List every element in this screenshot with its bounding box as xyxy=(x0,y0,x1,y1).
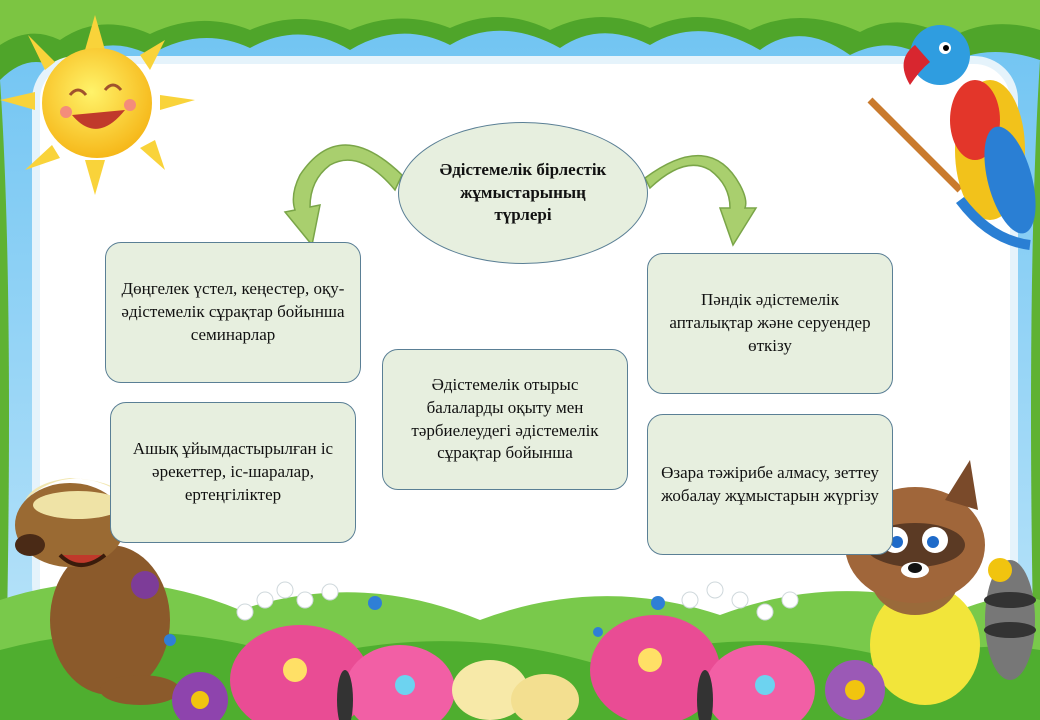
activity-box-right-top: Пәндік әдістемелік апталықтар және серуе… xyxy=(647,253,893,394)
butterfly-icon xyxy=(590,615,815,720)
butterfly-icon xyxy=(230,625,455,720)
activity-text: Пәндік әдістемелік апталықтар және серуе… xyxy=(669,290,871,355)
curved-arrow-right xyxy=(644,155,758,247)
activity-text: Әдістемелік отырыс балаларды оқыту мен т… xyxy=(411,374,599,463)
center-topic-text: Әдістемелік бірлестік жұмыстарының түрле… xyxy=(439,159,607,225)
activity-box-left-top: Дөңгелек үстел, кеңестер, оқу-әдістемелі… xyxy=(105,242,361,383)
activity-text: Өзара тәжірибе алмасу, зеттеу жобалау жұ… xyxy=(661,462,879,505)
sun-icon xyxy=(0,15,195,195)
egg-decoration xyxy=(452,660,579,720)
activity-text: Дөңгелек үстел, кеңестер, оқу-әдістемелі… xyxy=(121,279,345,344)
activity-box-right-bottom: Өзара тәжірибе алмасу, зеттеу жобалау жұ… xyxy=(647,414,893,555)
lily-of-the-valley-icon xyxy=(236,581,799,621)
curved-arrow-left xyxy=(283,144,403,247)
center-topic-ellipse: Әдістемелік бірлестік жұмыстарының түрле… xyxy=(398,122,648,264)
activity-text: Ашық ұйымдастырылған іс әрекеттер, іс-ша… xyxy=(132,439,334,504)
activity-box-middle: Әдістемелік отырыс балаларды оқыту мен т… xyxy=(382,349,628,490)
activity-box-left-bottom: Ашық ұйымдастырылған іс әрекеттер, іс-ша… xyxy=(110,402,356,543)
flower-icon xyxy=(131,558,1012,720)
bubble-decoration xyxy=(164,596,665,646)
parrot-icon xyxy=(867,25,1036,250)
